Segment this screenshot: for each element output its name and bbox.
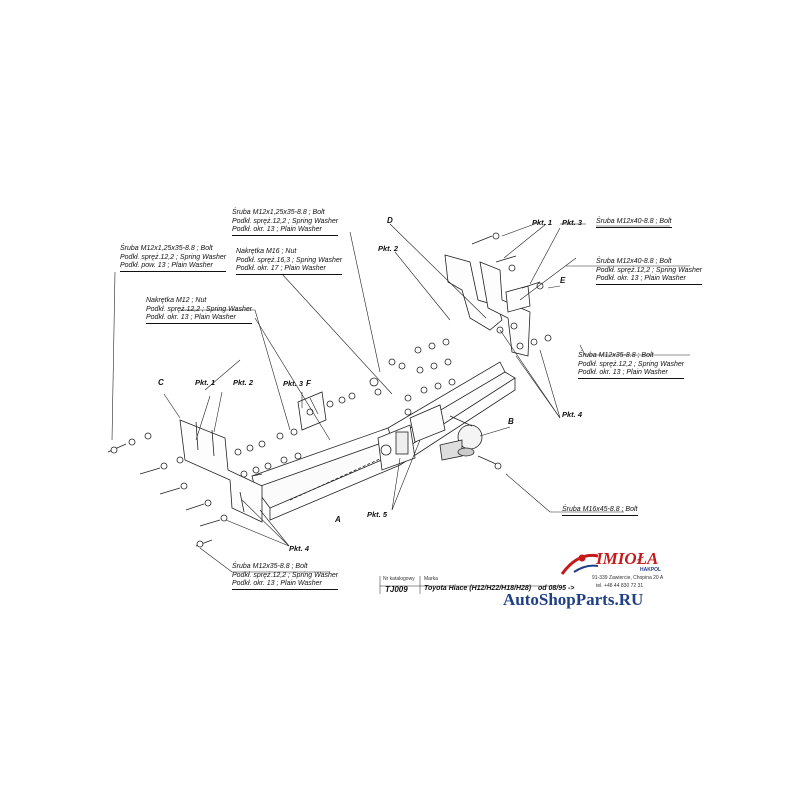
brand-name: IMIOŁA	[596, 549, 659, 568]
label-line: Podkł. spręż.12,2 ; Spring Washer	[596, 266, 703, 274]
label-line: Śruba M12x1,25x35-8.8 ; Bolt	[232, 209, 325, 216]
pkt-1-marker-left: Pkt. 1	[195, 378, 216, 387]
label-line: Śruba M12x35-8.8 ; Bolt	[232, 563, 308, 570]
letter-f: F	[306, 379, 311, 388]
letter-d: D	[387, 216, 393, 225]
brand-sub: HAKPOL	[640, 567, 662, 573]
hitch-center	[377, 404, 446, 471]
vehicle-model: Toyota Hiace (H12/H22/H18/H28)	[424, 585, 532, 592]
leader-lines	[111, 221, 690, 573]
label-line: Nakrętka M12 ; Nut	[146, 297, 207, 304]
label-top-right: Śruba M12x40-8.8 ; Bolt	[596, 218, 672, 228]
right-bracket-d	[444, 254, 531, 357]
label-line: Śruba M12x1,25x35-8.8 ; Bolt	[120, 245, 213, 252]
label-nut-m12: Nakrętka M12 ; Nut Podkł. spręż.12,2 ; S…	[146, 297, 253, 324]
title-block-lines	[379, 576, 560, 594]
letter-e: E	[560, 276, 566, 285]
label-line: Podkł. okr. 17 ; Plain Washer	[236, 265, 343, 275]
pkt-3-marker: Pkt. 3	[562, 218, 583, 227]
letter-c: C	[158, 378, 164, 387]
label-line: Śruba M12x40-8.8 ; Bolt	[596, 258, 672, 265]
label-top-center: Śruba M12x1,25x35-8.8 ; Bolt Podkł. sprę…	[232, 209, 339, 236]
label-line: Podkł. spręż.12,2 ; Spring Washer	[146, 305, 253, 313]
imiola-logo-icon	[560, 553, 599, 575]
letter-a: A	[335, 515, 341, 524]
bolts-right	[369, 232, 552, 470]
label-line: Podkł. pow. 13 ; Plain Washer	[120, 262, 227, 272]
label-line: Śruba M12x40-8.8 ; Bolt	[596, 218, 672, 228]
model-year: od 08/95 ->	[538, 585, 575, 592]
label-right-m12x40: Śruba M12x40-8.8 ; Bolt Podkł. spręż.12,…	[596, 258, 703, 285]
label-line: Podkł. okr. 13 ; Plain Washer	[578, 369, 685, 379]
pkt-2-marker: Pkt. 2	[378, 244, 399, 253]
katalog-label: Nr katalogowy	[383, 576, 415, 582]
brand-address: 91-339 Zawiercie, Chopina 20 A	[592, 575, 664, 581]
letter-b: B	[508, 417, 514, 426]
catalog-code: TJ009	[385, 585, 408, 594]
label-line: Podkł. spręż.12,2 ; Spring Washer	[120, 253, 227, 261]
label-line: Podkł. okr. 13 ; Plain Washer	[232, 580, 339, 590]
plate-e	[505, 285, 531, 313]
marka-label: Marka	[424, 576, 438, 582]
label-line: Śruba M12x35-8.8 ; Bolt	[578, 352, 654, 359]
label-left-bolt: Śruba M12x1,25x35-8.8 ; Bolt Podkł. sprę…	[120, 245, 227, 272]
watermark: AutoShopParts.RU	[503, 590, 644, 609]
label-nut-m16: Nakrętka M16 ; Nut Podkł. spręż.16,3 ; S…	[236, 248, 343, 275]
pkt-2-marker-left: Pkt. 2	[233, 378, 254, 387]
label-line: Podkł. spręż.12,2 ; Spring Washer	[232, 571, 339, 579]
tow-ball-b	[439, 415, 483, 461]
label-line: Podkł. spręż.12,2 ; Spring Washer	[232, 217, 339, 225]
left-bracket-c	[179, 419, 263, 523]
bolts-left	[107, 392, 356, 548]
pkt-4-marker-right: Pkt. 4	[562, 410, 583, 419]
pkt-4-marker-left: Pkt. 4	[289, 544, 310, 553]
pkt-1-marker: Pkt. 1	[532, 218, 553, 227]
brand-phone: tel. +48 44 830 72 31	[596, 583, 644, 589]
pkt-3-marker-left: Pkt. 3	[283, 379, 304, 388]
label-line: Nakrętka M16 ; Nut	[236, 248, 297, 255]
label-bottom-bolt: Śruba M12x35-8.8 ; Bolt Podkł. spręż.12,…	[232, 563, 339, 590]
label-right-m12x35: Śruba M12x35-8.8 ; Bolt Podkł. spręż.12,…	[578, 352, 685, 379]
label-line: Podkł. okr. 13 ; Plain Washer	[146, 314, 253, 324]
label-line: Śruba M16x45-8.8 ; Bolt	[562, 506, 638, 516]
label-ball-bolt: Śruba M16x45-8.8 ; Bolt	[562, 506, 638, 516]
label-line: Podkł. okr. 13 ; Plain Washer	[232, 226, 339, 236]
label-line: Podkł. spręż.16,3 ; Spring Washer	[236, 256, 343, 264]
label-line: Podkł. spręż.12,2 ; Spring Washer	[578, 360, 685, 368]
pkt-5-marker: Pkt. 5	[367, 510, 388, 519]
label-line: Podkł. okr. 13 ; Plain Washer	[596, 275, 703, 285]
